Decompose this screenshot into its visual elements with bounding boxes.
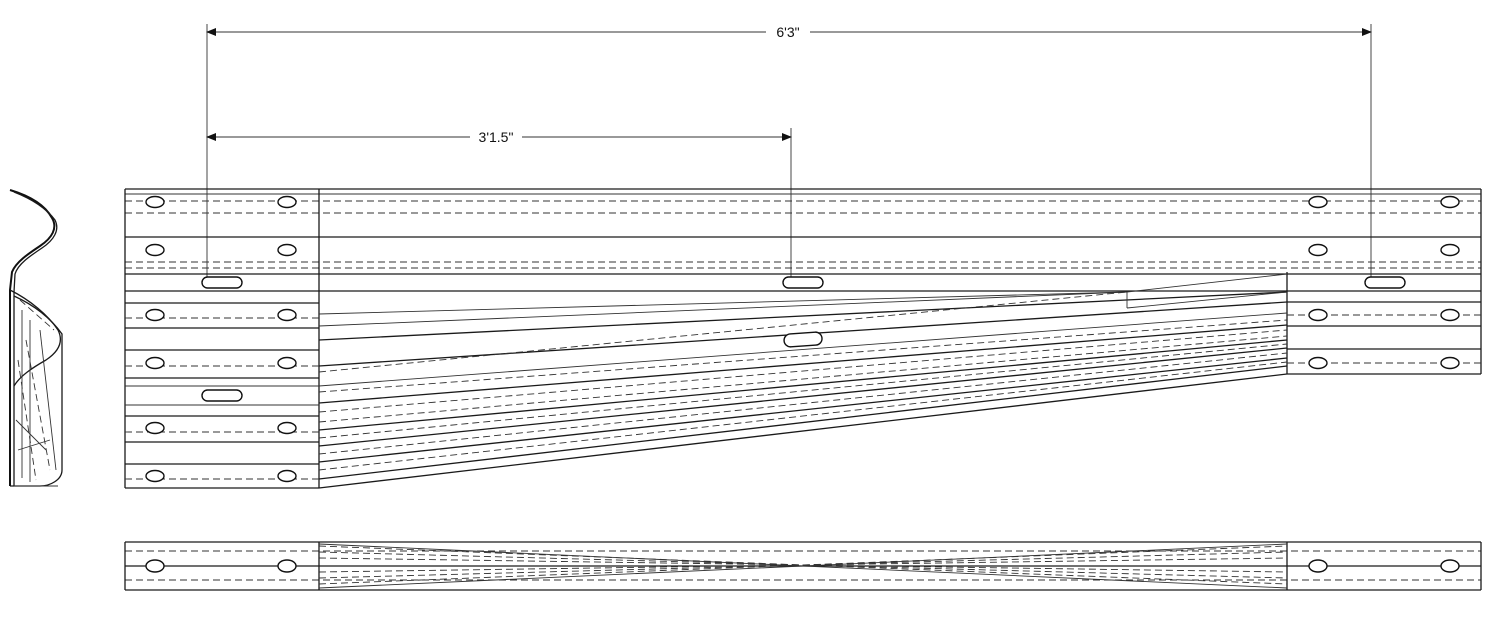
bolt-hole [1308,243,1328,257]
right-end-panel [1286,189,1482,375]
bolt-hole [1440,559,1460,573]
bolt-hole [145,308,165,322]
bolt-hole [1440,243,1460,257]
bolt-hole [277,195,297,209]
dimension-label-overall: 6'3" [776,24,799,40]
side-profile-view [9,189,63,487]
slot-hole [782,276,824,289]
bolt-hole [1440,356,1460,370]
bolt-hole [277,469,297,483]
bolt-hole [145,356,165,370]
bolt-hole [145,421,165,435]
bolt-hole [277,308,297,322]
slot-hole [201,276,243,289]
bolt-holes [145,195,1460,483]
slot-hole [201,389,243,402]
bolt-hole [1308,356,1328,370]
bolt-hole [145,195,165,209]
slot-hole [1364,276,1406,289]
bolt-hole [1308,559,1328,573]
main-elevation-view [124,188,1482,489]
top-rail [125,188,1481,292]
bolt-hole [145,469,165,483]
slot-holes [201,276,1406,402]
dimension-label-half: 3'1.5" [479,129,514,145]
bolt-hole [277,559,297,573]
left-end-panel [124,189,320,489]
bottom-plan-view [124,541,1482,591]
bolt-hole [277,243,297,257]
bolt-hole [1308,195,1328,209]
dimension-half: 3'1.5" [206,127,792,280]
bolt-hole [145,559,165,573]
slot-hole [783,331,823,348]
bolt-hole [277,356,297,370]
bolt-hole [1308,308,1328,322]
bolt-hole [277,421,297,435]
tapered-transition [318,273,1288,489]
dimension-overall: 6'3" [206,22,1372,280]
bolt-hole [1440,195,1460,209]
bolt-hole [1440,308,1460,322]
bolt-hole [145,243,165,257]
